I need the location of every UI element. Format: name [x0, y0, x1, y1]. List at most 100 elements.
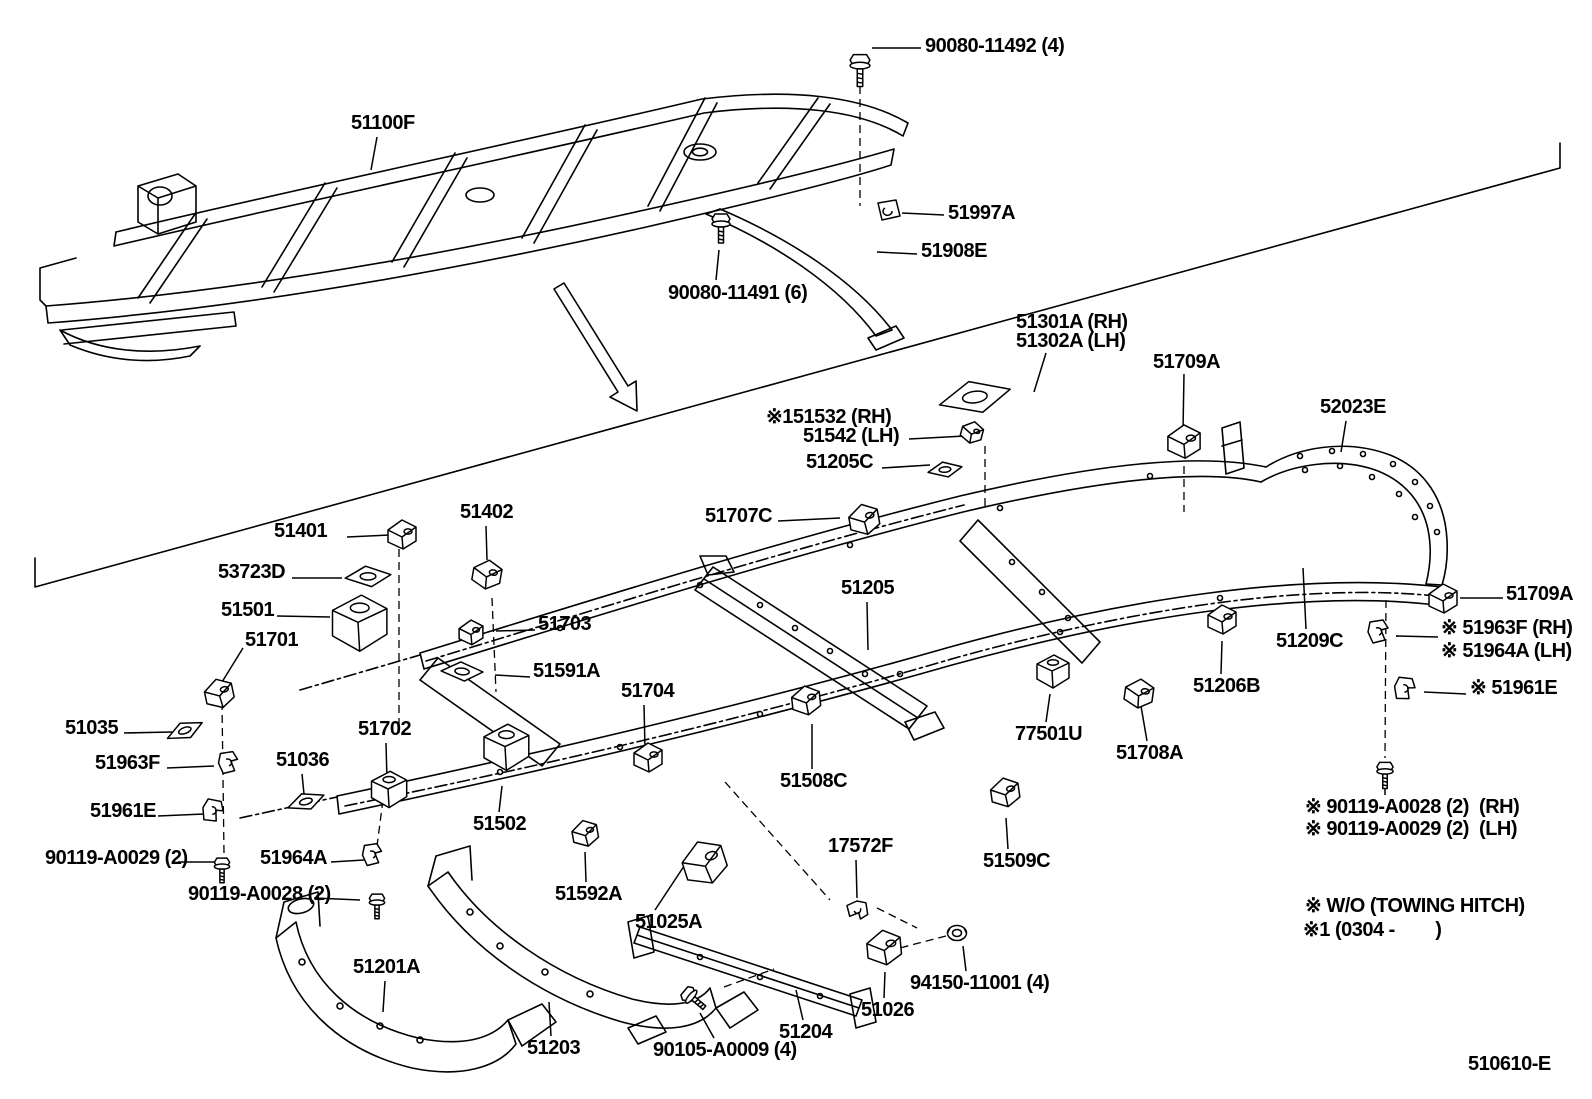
- label-51036: 51036: [276, 749, 330, 771]
- divider-line: [34, 142, 1561, 588]
- label-51501: 51501: [221, 599, 275, 621]
- label-51401: 51401: [274, 520, 328, 542]
- bolt-glyph: [1376, 761, 1394, 790]
- label-51204: 51204: [779, 1021, 833, 1043]
- label-52023e: 52023E: [1320, 396, 1386, 418]
- label-51964a-lh: ※ 51964A (LH): [1441, 640, 1572, 662]
- label-17572f: 17572F: [828, 835, 893, 857]
- label-90119-a0028-2: 90119-A0028 (2): [188, 883, 331, 905]
- bracket-glyph: [989, 777, 1021, 808]
- box-glyph: [370, 770, 408, 809]
- label-90119-a0029-2-lh: ※ 90119-A0029 (2) (LH): [1305, 818, 1518, 840]
- label-51701: 51701: [245, 629, 299, 651]
- label-51704: 51704: [621, 680, 675, 702]
- label-51709a: 51709A: [1153, 351, 1221, 373]
- plate-glyph: [344, 565, 392, 588]
- label-90080-11492-4: 90080-11492 (4): [925, 35, 1065, 57]
- label-151532-rh: ※151532 (RH): [766, 406, 892, 428]
- plate-glyph: [440, 661, 484, 682]
- label-51205c: 51205C: [806, 451, 874, 473]
- label-51301a-rh: 51301A (RH): [1016, 311, 1128, 333]
- bolt-glyph: [213, 857, 231, 884]
- diagram-code: 510610-E: [1468, 1053, 1551, 1075]
- label-51206b: 51206B: [1193, 675, 1261, 697]
- label-51591a: 51591A: [533, 660, 601, 682]
- clip-glyph: [877, 199, 901, 221]
- label-51703: 51703: [538, 613, 592, 635]
- label-51963f: 51963F: [95, 752, 160, 774]
- bolt-glyph: [849, 53, 871, 88]
- leader-lines: [123, 47, 1503, 1039]
- label-51592a: 51592A: [555, 883, 623, 905]
- label-94150-11001-4: 94150-11001 (4): [910, 972, 1050, 994]
- bracket-glyph: [790, 685, 822, 716]
- bracket-glyph: [1167, 424, 1201, 459]
- label-51908e: 51908E: [921, 240, 987, 262]
- direction-arrow-icon: [553, 282, 638, 412]
- bracket-glyph: [471, 559, 503, 590]
- footnote-date-range: ※1 (0304 - ): [1303, 919, 1442, 941]
- label-51708a: 51708A: [1116, 742, 1184, 764]
- bracket-glyph: [633, 742, 663, 773]
- nut-glyph: [946, 924, 968, 942]
- plate-glyph: [938, 380, 1011, 414]
- bracket-glyph: [1123, 678, 1155, 709]
- label-51509c: 51509C: [983, 850, 1051, 872]
- label-51026: 51026: [861, 999, 915, 1021]
- label-51961e: 51961E: [90, 800, 156, 822]
- bracket-glyph: [571, 819, 600, 847]
- bracket-glyph: [203, 678, 235, 709]
- plate-glyph: [166, 721, 203, 740]
- crossmember-51205: [694, 566, 928, 730]
- label-51100f: 51100F: [351, 112, 415, 134]
- label-51025a: 51025A: [635, 911, 703, 933]
- label-51302a-lh: 51302A (LH): [1016, 330, 1126, 352]
- clamp-glyph: [1393, 676, 1416, 700]
- bracket-glyph: [1207, 604, 1237, 635]
- bracket-glyph: [458, 619, 484, 646]
- front-crossmember-51201a: [275, 921, 517, 1073]
- front-crossmember-51203: [427, 871, 717, 1029]
- label-51203: 51203: [527, 1037, 581, 1059]
- clamp-glyph: [1367, 619, 1389, 644]
- label-51997a: 51997A: [948, 202, 1016, 224]
- label-51209c: 51209C: [1276, 630, 1344, 652]
- bracket-glyph: [681, 841, 728, 884]
- clamp-glyph: [846, 900, 869, 920]
- top-frame-art: [39, 93, 909, 362]
- label-90105-a0009-4: 90105-A0009 (4): [653, 1039, 797, 1061]
- clamp-glyph: [202, 798, 224, 822]
- crossmember-bar-51204: [633, 926, 863, 1017]
- label-51961e: ※ 51961E: [1470, 677, 1558, 699]
- label-51707c: 51707C: [705, 505, 773, 527]
- clamp-glyph: [217, 750, 239, 775]
- clamp-glyph: [361, 842, 383, 867]
- rear-crossmember-52023e: [1260, 445, 1449, 586]
- label-53723d: 53723D: [218, 561, 286, 583]
- label-77501u: 77501U: [1015, 723, 1083, 745]
- label-51205: 51205: [841, 577, 895, 599]
- label-51963f-rh: ※ 51963F (RH): [1441, 617, 1573, 639]
- part-glyphs: [166, 53, 1458, 1011]
- box-glyph: [483, 723, 530, 772]
- box-glyph: [1036, 654, 1070, 689]
- label-51709a: 51709A: [1506, 583, 1574, 605]
- label-51964a: 51964A: [260, 847, 328, 869]
- bolt-glyph: [711, 213, 731, 244]
- plate-glyph: [927, 461, 963, 478]
- label-90119-a0028-2-rh: ※ 90119-A0028 (2) (RH): [1305, 796, 1520, 818]
- bolt-glyph: [680, 986, 707, 1011]
- plate-glyph: [287, 793, 325, 810]
- label-90080-11491-6: 90080-11491 (6): [668, 282, 808, 304]
- rear-brace-51908e: [705, 208, 893, 337]
- footnote-towing-hitch: ※ W/O (TOWING HITCH): [1305, 895, 1525, 917]
- bracket-glyph: [387, 519, 417, 550]
- bracket-glyph: [959, 421, 985, 444]
- bracket-glyph: [1428, 583, 1458, 614]
- label-51508c: 51508C: [780, 770, 848, 792]
- label-51542-lh: 51542 (LH): [803, 425, 900, 447]
- bracket-glyph: [848, 503, 881, 536]
